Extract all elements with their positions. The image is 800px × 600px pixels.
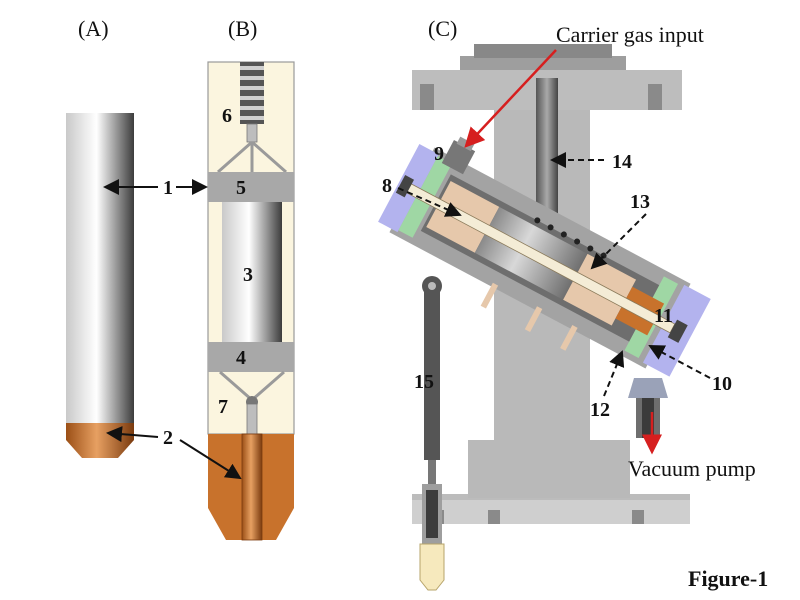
arrow-2-b xyxy=(179,439,242,480)
leader-13 xyxy=(590,213,647,270)
carrier-gas-arrow xyxy=(464,49,557,148)
callout-14: 14 xyxy=(612,151,632,173)
callout-2: 2 xyxy=(163,427,173,449)
vacuum-pump-label: Vacuum pump xyxy=(628,456,756,481)
callout-7: 7 xyxy=(218,396,228,418)
leader-8 xyxy=(397,187,462,217)
spring-6 xyxy=(217,62,287,174)
callout-5: 5 xyxy=(236,177,246,199)
callout-3: 3 xyxy=(243,264,253,286)
block-5 xyxy=(208,172,294,202)
panel-b-label: (B) xyxy=(228,16,257,41)
copper-tip-a xyxy=(66,423,134,458)
panel-b: (B) 6 xyxy=(176,16,295,541)
rod-14 xyxy=(536,78,558,230)
panel-a: (A) 1 2 xyxy=(66,16,173,458)
carrier-gas-label: Carrier gas input xyxy=(556,22,704,47)
base-plate xyxy=(412,498,690,524)
callout-12: 12 xyxy=(590,399,610,421)
target-cylinder xyxy=(66,113,134,423)
panel-c: (C) xyxy=(378,16,756,591)
cylinder-3 xyxy=(222,202,282,342)
callout-4: 4 xyxy=(236,347,246,369)
callout-13: 13 xyxy=(630,191,650,213)
callout-8: 8 xyxy=(382,175,392,197)
callout-15: 15 xyxy=(414,371,434,393)
block-4 xyxy=(208,342,294,372)
stand-lower xyxy=(468,440,630,498)
leader-12 xyxy=(603,350,625,397)
leader-10 xyxy=(648,345,711,379)
arrow-2-a xyxy=(106,426,159,443)
holder-7 xyxy=(219,370,285,435)
tilted-chamber xyxy=(378,144,711,377)
callout-11: 11 xyxy=(654,305,673,327)
vacuum-fitting xyxy=(628,378,668,438)
lever-15 xyxy=(419,276,445,591)
figure-caption: Figure-1 xyxy=(688,566,768,591)
callout-6: 6 xyxy=(222,105,232,127)
callout-1: 1 xyxy=(163,177,173,199)
panel-c-label: (C) xyxy=(428,16,457,41)
callout-10: 10 xyxy=(712,373,732,395)
nozzle-channel xyxy=(241,433,263,541)
panel-a-label: (A) xyxy=(78,16,109,41)
callout-9: 9 xyxy=(434,143,444,165)
